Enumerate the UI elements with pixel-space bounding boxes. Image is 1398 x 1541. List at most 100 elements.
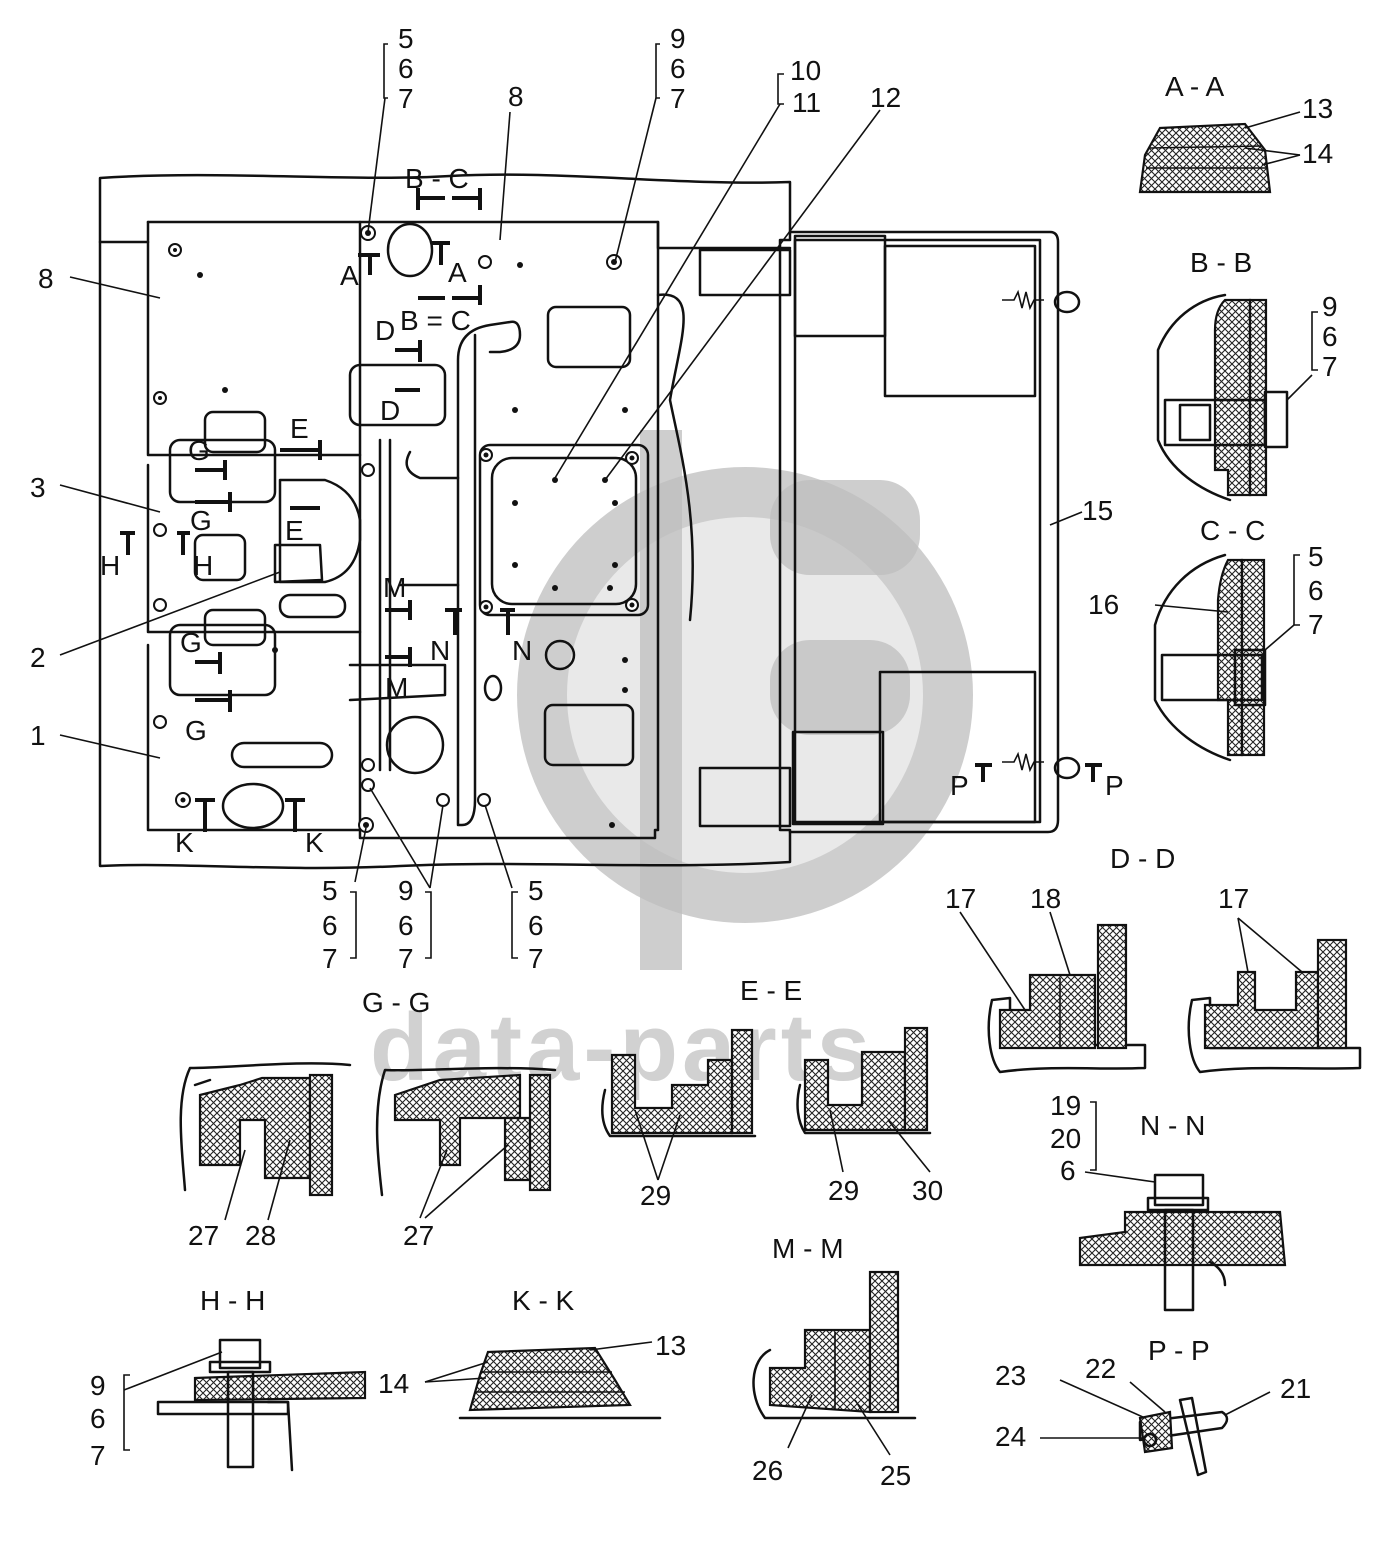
section-g-g-title: G - G [362, 987, 430, 1018]
bracket-bottom-a-6: 6 [322, 910, 338, 941]
bracket-bottom-c-5: 5 [528, 875, 544, 906]
section-c-c: C - C 5 6 7 16 [1088, 515, 1324, 762]
mm-label-25: 25 [880, 1460, 911, 1491]
mark-n-left: N [430, 635, 450, 666]
mark-m-top: M [383, 572, 406, 603]
label-4: 8 [38, 263, 54, 294]
mark-e-top: E [290, 413, 309, 444]
pp-label-23: 23 [995, 1360, 1026, 1391]
section-e-e-title: E - E [740, 975, 802, 1006]
bb-label-7: 7 [1322, 351, 1338, 382]
section-a-a: A - A 13 14 [1138, 71, 1333, 194]
mark-m-bottom: M [385, 672, 408, 703]
section-m-m: M - M 26 25 [752, 1233, 917, 1491]
bracket-bottom-a-5: 5 [322, 875, 338, 906]
bracket-top-a-6: 6 [398, 53, 414, 84]
section-k-k-title: K - K [512, 1285, 575, 1316]
section-g-g: G - G 27 28 27 [179, 987, 557, 1251]
section-a-a-title: A - A [1165, 71, 1224, 102]
kk-label-13: 13 [655, 1330, 686, 1361]
label-15: 15 [1082, 495, 1113, 526]
mark-e-bottom: E [285, 515, 304, 546]
section-p-p: P - P 23 22 21 24 [995, 1335, 1311, 1477]
cc-label-6: 6 [1308, 575, 1324, 606]
main-floor-assembly [98, 173, 1081, 870]
section-c-c-title: C - C [1200, 515, 1265, 546]
mark-n-right: N [512, 635, 532, 666]
bolt-points [153, 225, 639, 833]
pp-label-21: 21 [1280, 1373, 1311, 1404]
label-1: 1 [30, 720, 46, 751]
label-8: 8 [508, 81, 524, 112]
aa-label-13: 13 [1302, 93, 1333, 124]
bracket-top-c-11: 11 [792, 87, 821, 118]
cc-label-5: 5 [1308, 541, 1324, 572]
mark-g-4: G [185, 715, 207, 746]
bb-label-6: 6 [1322, 321, 1338, 352]
mark-h-left: H [100, 550, 120, 581]
hh-label-6: 6 [90, 1403, 106, 1434]
section-h-h: H - H 9 6 7 [90, 1285, 367, 1472]
section-d-d: D - D 17 18 17 [945, 843, 1362, 1074]
pp-label-24: 24 [995, 1421, 1026, 1452]
cc-label-16: 16 [1088, 589, 1119, 620]
mark-bc-top: B - C [405, 163, 469, 194]
main-part-labels: 8 3 2 1 8 12 15 5 6 7 9 6 7 10 11 5 6 7 … [30, 23, 1124, 974]
mark-a-right: A [448, 257, 467, 288]
section-d-d-title: D - D [1110, 843, 1175, 874]
mark-k-left: K [175, 827, 194, 858]
gg-label-27-right: 27 [403, 1220, 434, 1251]
bracket-top-b-9: 9 [670, 23, 686, 54]
mark-g-3: G [180, 627, 202, 658]
bracket-top-c-10: 10 [790, 55, 821, 86]
section-n-n-title: N - N [1140, 1110, 1205, 1141]
mark-g-1: G [188, 435, 210, 466]
bracket-top-a-5: 5 [398, 23, 414, 54]
nn-label-20: 20 [1050, 1123, 1081, 1154]
bb-label-9: 9 [1322, 291, 1338, 322]
gg-label-27-left: 27 [188, 1220, 219, 1251]
dd-label-18: 18 [1030, 883, 1061, 914]
mark-d-bottom: D [380, 395, 400, 426]
section-b-b-title: B - B [1190, 247, 1252, 278]
kk-label-14: 14 [378, 1368, 409, 1399]
cc-label-7: 7 [1308, 609, 1324, 640]
mark-k-right: K [305, 827, 324, 858]
bracket-top-b-7: 7 [670, 83, 686, 114]
bracket-bottom-c-7: 7 [528, 943, 544, 974]
mark-bc-mid: B = C [400, 305, 471, 336]
mm-label-26: 26 [752, 1455, 783, 1486]
mark-g-2: G [190, 505, 212, 536]
hh-label-7: 7 [90, 1440, 106, 1471]
hh-label-9: 9 [90, 1370, 106, 1401]
section-p-p-title: P - P [1148, 1335, 1210, 1366]
aa-label-14: 14 [1302, 138, 1333, 169]
section-h-h-title: H - H [200, 1285, 265, 1316]
mark-p-right: P [1105, 770, 1124, 801]
mark-d-top: D [375, 315, 395, 346]
nn-label-19: 19 [1050, 1090, 1081, 1121]
mark-h-right: H [193, 550, 213, 581]
label-3: 3 [30, 472, 46, 503]
bracket-bottom-b-9: 9 [398, 875, 414, 906]
section-b-b: B - B 9 6 7 [1156, 247, 1338, 502]
dd-label-17-right: 17 [1218, 883, 1249, 914]
ee-label-29-right: 29 [828, 1175, 859, 1206]
data-parts-logo-watermark-icon [517, 430, 973, 970]
label-2: 2 [30, 642, 46, 673]
mark-a-left: A [340, 260, 359, 291]
section-e-e: E - E 29 29 30 [601, 975, 943, 1211]
mark-p-left: P [950, 770, 969, 801]
pp-label-22: 22 [1085, 1353, 1116, 1384]
gg-label-28: 28 [245, 1220, 276, 1251]
section-m-m-title: M - M [772, 1233, 844, 1264]
section-k-k: K - K 14 13 [378, 1285, 686, 1420]
dd-label-17-left: 17 [945, 883, 976, 914]
ee-label-29-left: 29 [640, 1180, 671, 1211]
bracket-bottom-a-7: 7 [322, 943, 338, 974]
nn-label-6: 6 [1060, 1155, 1076, 1186]
ee-label-30: 30 [912, 1175, 943, 1206]
main-leader-lines [59, 43, 1102, 959]
bracket-top-b-6: 6 [670, 53, 686, 84]
